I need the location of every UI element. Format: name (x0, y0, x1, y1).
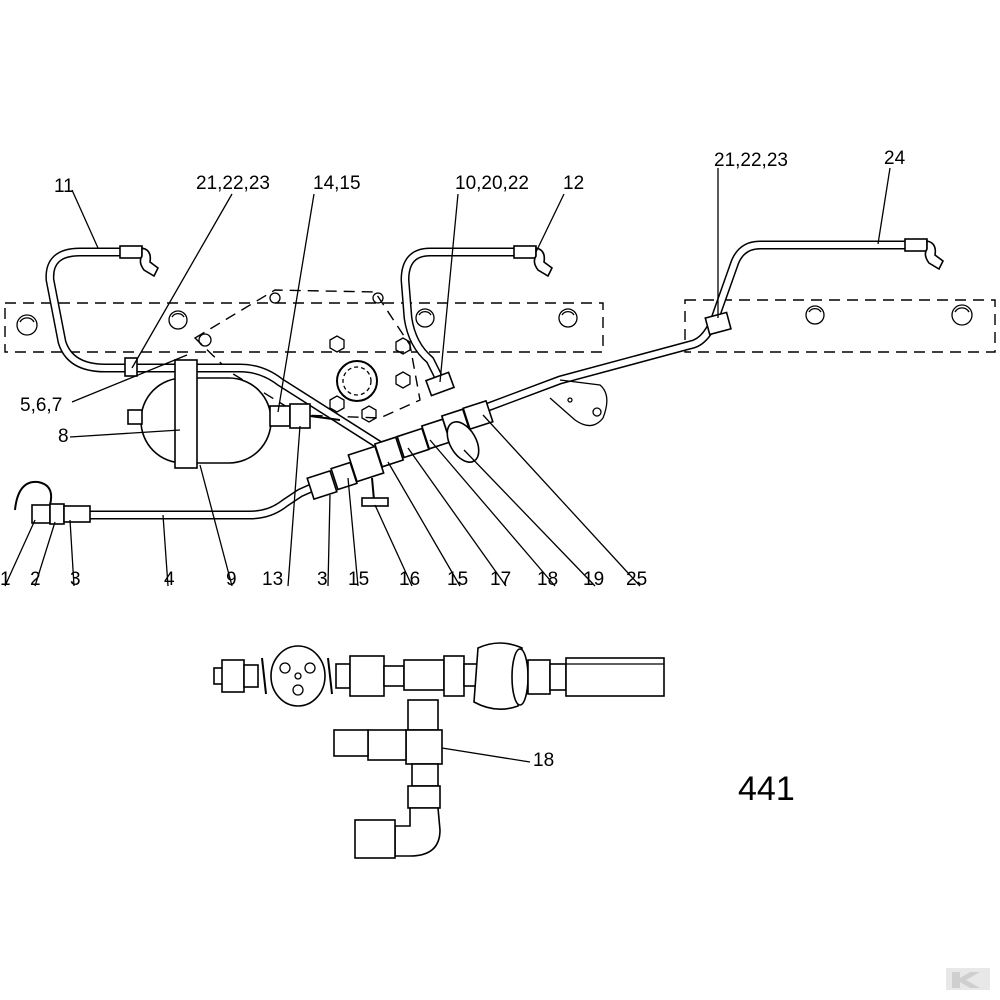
dashed-frame-left (4, 302, 604, 353)
callout-3-left: 3 (70, 569, 81, 590)
callout-15-a: 15 (348, 569, 369, 590)
hose-4 (85, 480, 323, 520)
callout-9: 9 (226, 569, 237, 590)
valve-cluster (306, 399, 494, 507)
callout-4: 4 (164, 569, 175, 590)
callout-1: 1 (0, 569, 11, 590)
callout-5-6-7: 5,6,7 (20, 395, 62, 416)
callout-8: 8 (58, 426, 69, 447)
frame-bolts (16, 304, 973, 336)
callout-15-b: 15 (447, 569, 468, 590)
callout-18-detail: 18 (533, 750, 554, 771)
detail-assembly (213, 642, 665, 859)
callout-16: 16 (399, 569, 420, 590)
pipe-12 (400, 245, 554, 397)
mount-plate-hardware (198, 292, 411, 423)
leaders-top (71, 167, 891, 413)
callout-21-22-23-left: 21,22,23 (196, 173, 270, 194)
accumulator-8 (127, 359, 341, 469)
callout-3-mid: 3 (317, 569, 328, 590)
pipe-11 (45, 245, 400, 460)
callout-10-20-22: 10,20,22 (455, 173, 529, 194)
leaders-side (69, 354, 188, 438)
coupling-1-2-3 (14, 480, 91, 525)
callout-25: 25 (626, 569, 647, 590)
publisher-logo (946, 968, 990, 990)
callout-17: 17 (490, 569, 511, 590)
callout-14-15: 14,15 (313, 173, 361, 194)
page-number: 441 (738, 770, 795, 808)
callout-18: 18 (537, 569, 558, 590)
callout-24: 24 (884, 148, 906, 169)
callout-21-22-23-right: 21,22,23 (714, 150, 788, 171)
leaders-bottom (4, 414, 641, 587)
callout-11: 11 (54, 176, 74, 197)
callout-19: 19 (583, 569, 604, 590)
callout-13: 13 (262, 569, 283, 590)
dashed-frame-right (684, 299, 996, 353)
callout-2: 2 (30, 569, 41, 590)
callout-12: 12 (563, 173, 584, 194)
